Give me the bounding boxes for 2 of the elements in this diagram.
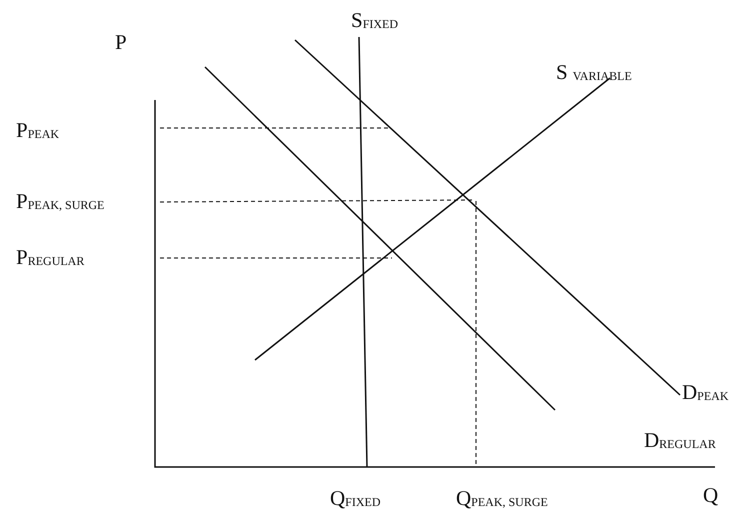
axis-label: Q (703, 483, 718, 507)
axis-label: P (115, 30, 127, 54)
